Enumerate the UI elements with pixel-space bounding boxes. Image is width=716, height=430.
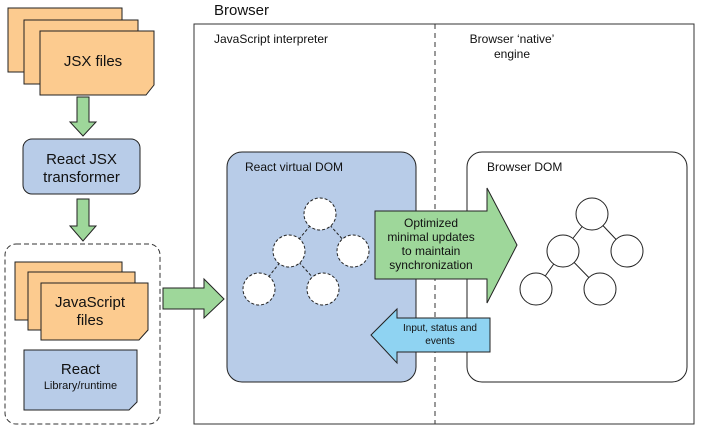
- browser-dom-title: Browser DOM: [487, 160, 563, 174]
- events-label-line2: events: [425, 336, 455, 347]
- javascript-files-label-line2: files: [76, 312, 104, 329]
- transformer-label-line2: transformer: [43, 169, 120, 186]
- virtual-node: [242, 272, 276, 306]
- jsx-transformer-box: [22, 138, 141, 195]
- javascript-files-stack: [14, 261, 149, 341]
- dom-node: [575, 197, 609, 231]
- javascript-files-label: JavaScript files: [41, 294, 139, 330]
- native-engine-label: Browser ‘native’ engine: [452, 32, 572, 62]
- updates-label-line2: minimal updates: [387, 230, 475, 244]
- updates-label-line3: to maintain: [401, 244, 461, 258]
- react-library-box: [23, 349, 138, 411]
- javascript-files-label-line1: JavaScript: [54, 294, 126, 311]
- browser-title: Browser: [214, 2, 270, 19]
- transformer-label-line1: React JSX: [46, 151, 117, 168]
- updates-label: Optimized minimal updates to maintain sy…: [375, 216, 487, 272]
- updates-label-line1: Optimized: [403, 216, 459, 230]
- native-engine-label-line2: engine: [493, 47, 531, 61]
- right-arrow: [162, 277, 225, 320]
- down-arrow-1: [68, 96, 98, 137]
- events-arrow: [370, 307, 491, 365]
- react-subtitle: Library/runtime: [43, 380, 118, 392]
- events-label-line1: Input, status and: [403, 323, 477, 334]
- virtual-dom-tree: [242, 197, 370, 306]
- dom-node: [546, 234, 580, 268]
- native-engine-label-line1: Browser ‘native’: [469, 32, 555, 46]
- react-library-label: React Library/runtime: [24, 362, 137, 394]
- jsx-files-stack: [7, 7, 155, 96]
- dom-node: [519, 272, 553, 306]
- transformer-label: React JSX transformer: [23, 151, 140, 187]
- virtual-dom-title: React virtual DOM: [245, 160, 344, 174]
- updates-label-line4: synchronization: [389, 258, 473, 272]
- updates-arrow: [374, 187, 518, 304]
- react-title: React: [60, 361, 101, 378]
- down-arrow-2: [68, 198, 98, 242]
- virtual-node: [272, 234, 306, 268]
- virtual-node: [303, 197, 337, 231]
- virtual-node: [336, 234, 370, 268]
- browser-dom-tree: [519, 197, 644, 306]
- interpreter-label: JavaScript interpreter: [214, 32, 329, 46]
- bundle-group: [4, 243, 161, 425]
- dom-node: [583, 272, 617, 306]
- virtual-node: [306, 272, 340, 306]
- dom-node: [610, 234, 644, 268]
- jsx-files-label: JSX files: [63, 53, 123, 70]
- events-label: Input, status and events: [390, 322, 490, 348]
